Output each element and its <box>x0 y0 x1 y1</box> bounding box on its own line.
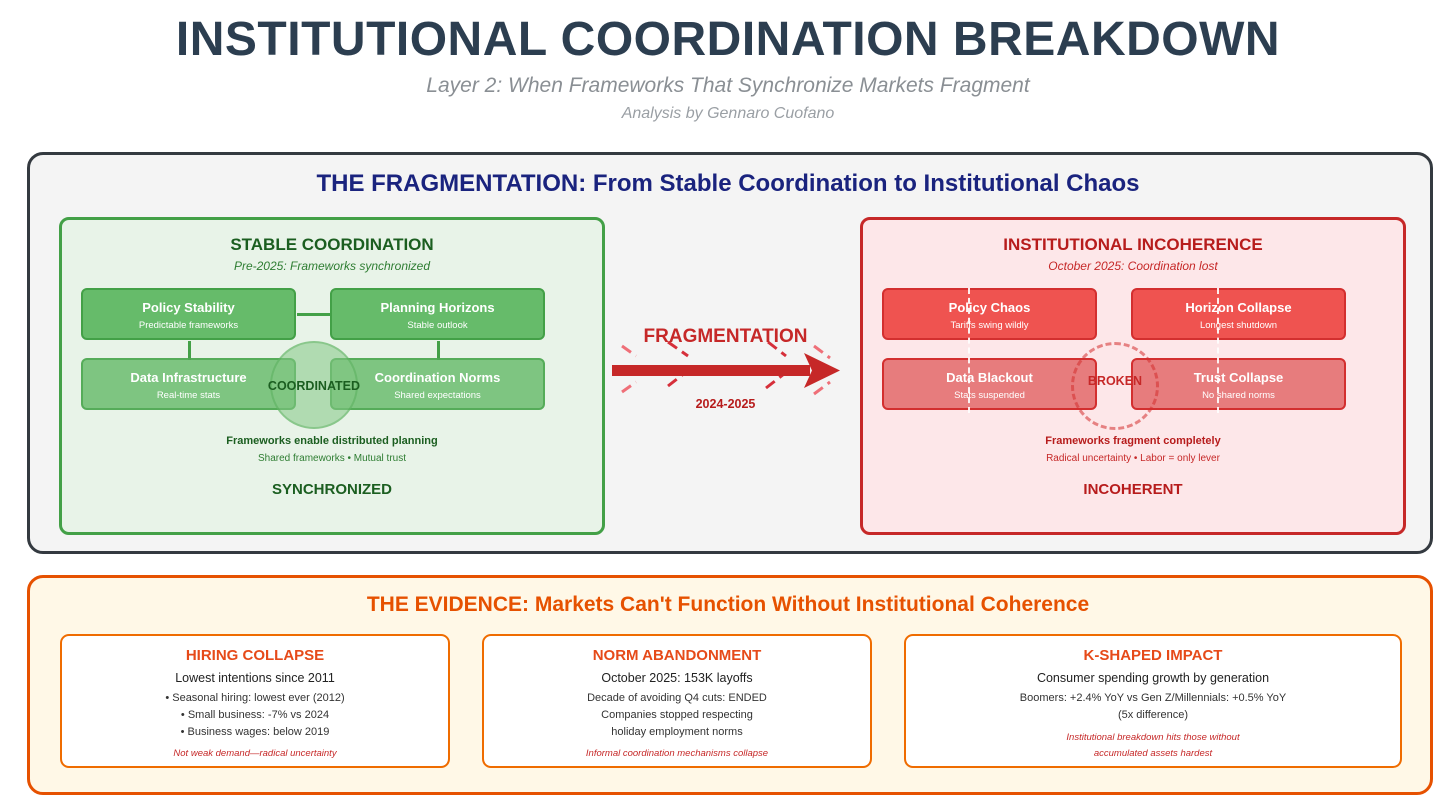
evidence-card-line: • Business wages: below 2019 <box>180 726 330 738</box>
node-trust-collapse: Trust Collapse No shared norms <box>1131 358 1346 410</box>
evidence-card-title: K-SHAPED IMPACT <box>1083 647 1223 664</box>
coordination-hub-circle <box>270 341 358 429</box>
evidence-card-lead: October 2025: 153K layoffs <box>601 671 753 685</box>
evidence-card-line: Boomers: +2.4% YoY vs Gen Z/Millennials:… <box>1019 692 1287 704</box>
page-subtitle: Layer 2: When Frameworks That Synchroniz… <box>426 74 1030 97</box>
evidence-card-note: accumulated assets hardest <box>1093 748 1213 759</box>
node-policy-chaos: Policy Chaos Tariffs swing wildly <box>882 288 1097 340</box>
fracture-mark <box>667 340 689 358</box>
chaos-title: INSTITUTIONAL INCOHERENCE <box>1003 235 1263 254</box>
crack-line <box>968 288 970 413</box>
node-policy-stability: Policy Stability Predictable frameworks <box>81 288 296 340</box>
fracture-mark <box>813 344 831 360</box>
connector-line <box>437 341 440 360</box>
evidence-card-title: HIRING COLLAPSE <box>185 647 325 664</box>
chaos-subtitle: October 2025: Coordination lost <box>1048 259 1218 273</box>
evidence-card-note: Informal coordination mechanisms collaps… <box>585 748 769 759</box>
fracture-mark <box>813 380 831 396</box>
coordinated-label: COORDINATED <box>267 379 361 393</box>
evidence-card-lead: Lowest intentions since 2011 <box>175 671 335 685</box>
connector-line <box>297 313 330 316</box>
evidence-card-line: Decade of avoiding Q4 cuts: ENDED <box>587 692 767 704</box>
fracture-mark <box>767 340 787 358</box>
arrow-head <box>804 353 840 388</box>
fragmentation-heading: THE FRAGMENTATION: From Stable Coordinat… <box>316 170 1140 197</box>
connector-line <box>188 341 191 360</box>
evidence-card-k-shaped-impact: K-SHAPED IMPACT Consumer spending growth… <box>904 634 1402 768</box>
node-horizon-collapse: Horizon Collapse Longest shutdown <box>1131 288 1346 340</box>
evidence-card-line: holiday employment norms <box>611 726 743 738</box>
evidence-card-line: • Small business: -7% vs 2024 <box>180 709 330 721</box>
chaos-detail: Radical uncertainty • Labor = only lever <box>1046 453 1220 464</box>
fracture-mark <box>765 372 785 390</box>
crack-line <box>1217 288 1219 413</box>
stable-title: STABLE COORDINATION <box>230 235 434 254</box>
evidence-card-hiring-collapse: HIRING COLLAPSE Lowest intentions since … <box>60 634 450 768</box>
incoherent-status: INCOHERENT <box>1083 481 1183 498</box>
arrow-shaft <box>612 365 810 376</box>
stable-detail: Shared frameworks • Mutual trust <box>258 453 406 464</box>
page-title: INSTITUTIONAL COORDINATION BREAKDOWN <box>175 13 1281 66</box>
evidence-card-note: Not weak demand—radical uncertainty <box>173 748 337 759</box>
evidence-card-line: (5x difference) <box>1117 709 1189 721</box>
stable-summary: Frameworks enable distributed planning <box>226 435 438 447</box>
broken-label: BROKEN <box>1087 374 1143 388</box>
stable-subtitle: Pre-2025: Frameworks synchronized <box>233 259 431 273</box>
node-data-infrastructure: Data Infrastructure Real-time stats <box>81 358 296 410</box>
fragmentation-label: FRAGMENTATION <box>643 326 808 347</box>
fracture-mark <box>621 380 637 394</box>
evidence-card-title: NORM ABANDONMENT <box>592 647 762 664</box>
evidence-card-note: Institutional breakdown hits those witho… <box>1066 732 1240 743</box>
evidence-card-line: • Seasonal hiring: lowest ever (2012) <box>165 692 345 704</box>
fracture-mark <box>621 344 637 358</box>
author-byline: Analysis by Gennaro Cuofano <box>621 105 835 122</box>
fragmentation-arrow <box>612 340 840 396</box>
node-planning-horizons: Planning Horizons Stable outlook <box>330 288 545 340</box>
evidence-card-lead: Consumer spending growth by generation <box>1036 671 1270 685</box>
evidence-heading: THE EVIDENCE: Markets Can't Function Wit… <box>366 593 1090 616</box>
fragmentation-period: 2024-2025 <box>695 397 756 411</box>
chaos-summary: Frameworks fragment completely <box>1045 435 1221 447</box>
evidence-card-line: Companies stopped respecting <box>601 709 753 721</box>
node-coordination-norms: Coordination Norms Shared expectations <box>330 358 545 410</box>
synchronized-status: SYNCHRONIZED <box>271 481 392 498</box>
broken-hub-circle <box>1071 342 1159 430</box>
evidence-card-norm-abandonment: NORM ABANDONMENT October 2025: 153K layo… <box>482 634 872 768</box>
